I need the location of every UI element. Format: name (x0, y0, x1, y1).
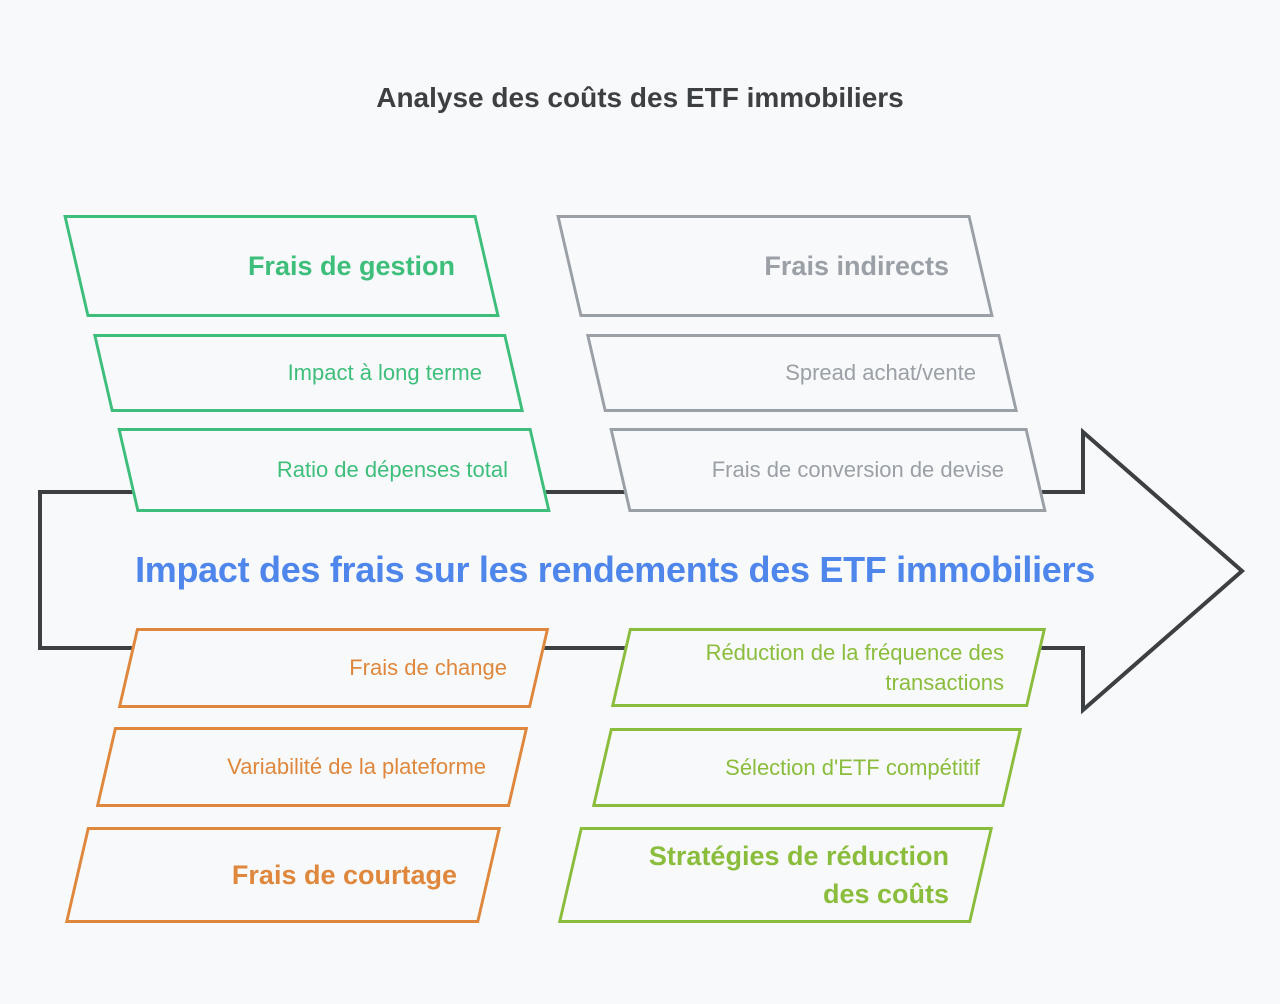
node-impact-long-terme: Impact à long terme (92, 334, 525, 412)
node-label: Sélection d'ETF compétitif (725, 754, 980, 780)
node-label: Ratio de dépenses total (276, 457, 508, 483)
node-ratio-depenses-total: Ratio de dépenses total (117, 428, 551, 512)
node-frais-de-gestion: Frais de gestion (63, 215, 500, 317)
node-label: Frais de gestion (247, 250, 455, 281)
node-frais-de-change: Frais de change (117, 628, 550, 708)
node-label: Variabilité de la plateforme (227, 754, 486, 780)
node-variabilite-plateforme: Variabilité de la plateforme (95, 727, 529, 807)
node-label: Stratégies de réduction des coûts (648, 840, 949, 909)
node-label: Frais de change (349, 655, 507, 681)
node-label: Réduction de la fréquence des transactio… (705, 640, 1004, 695)
node-frais-de-courtage: Frais de courtage (64, 827, 502, 923)
node-label: Frais de conversion de devise (711, 457, 1004, 483)
node-frais-conversion-devise: Frais de conversion de devise (609, 428, 1047, 512)
node-label: Frais de courtage (231, 859, 457, 890)
node-strategies-reduction-couts: Stratégies de réduction des coûts (557, 827, 994, 923)
node-reduction-frequence-transactions: Réduction de la fréquence des transactio… (610, 628, 1047, 707)
node-label: Spread achat/vente (785, 360, 976, 386)
node-label: Impact à long terme (287, 360, 482, 386)
node-frais-indirects: Frais indirects (556, 215, 994, 317)
page-title: Analyse des coûts des ETF immobiliers (376, 82, 904, 113)
arrow-label: Impact des frais sur les rendements des … (135, 549, 1095, 590)
node-selection-etf-competitif: Sélection d'ETF compétitif (591, 728, 1023, 807)
node-spread-achat-vente: Spread achat/vente (585, 334, 1019, 412)
node-label: Frais indirects (764, 250, 949, 281)
